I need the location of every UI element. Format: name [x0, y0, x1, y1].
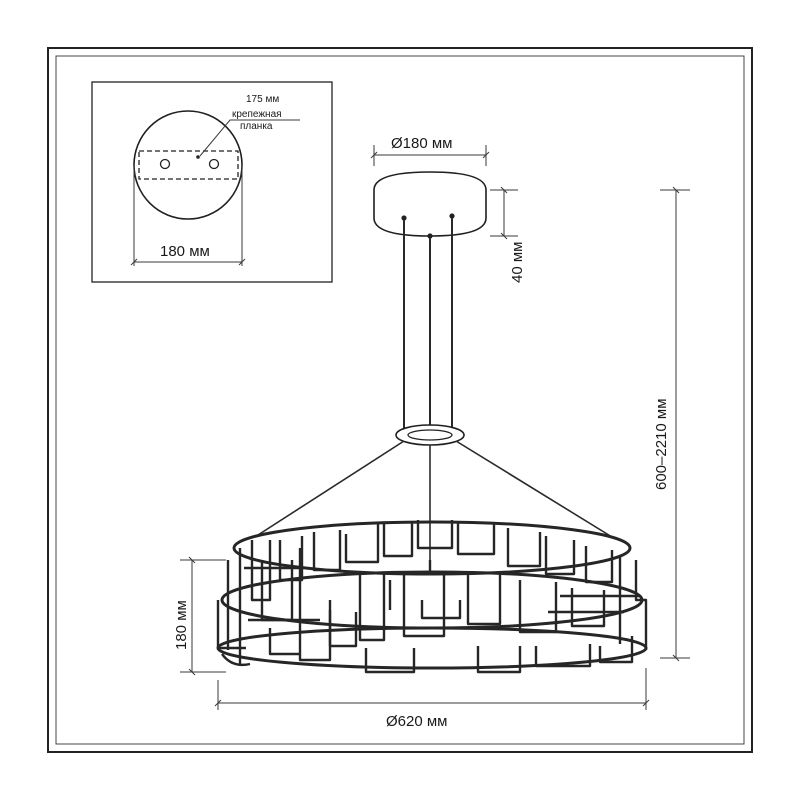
total-height-dimension: 600–2210 мм	[653, 186, 690, 662]
cage-shade	[216, 520, 648, 674]
mount-detail-inset: 175 мм крепежная планка 180 мм	[91, 81, 333, 283]
shade-height-label: 180 мм	[173, 600, 190, 650]
cage-bars	[216, 520, 648, 674]
mounting-plate-outline	[138, 150, 239, 180]
shade-bottom-rim	[216, 626, 648, 670]
mount-hole-right	[208, 158, 220, 170]
cable-right	[455, 440, 613, 538]
canopy-height-dimension: 40 мм	[490, 186, 526, 283]
total-height-label: 600–2210 мм	[653, 398, 670, 490]
suspension-rods	[403, 218, 453, 428]
canopy-body	[373, 171, 487, 237]
mount-width-label: 175 мм	[246, 94, 279, 105]
mount-center-dot	[196, 155, 200, 159]
hub-ring	[395, 424, 465, 446]
canopy-diameter-label: Ø180 мм	[391, 135, 453, 152]
support-cables	[257, 440, 613, 565]
canopy-diameter-dimension: Ø180 мм	[370, 135, 490, 166]
shade-top-rim	[232, 520, 632, 576]
page-frame	[47, 47, 753, 753]
mount-hole-left	[159, 158, 171, 170]
inset-canopy-circle	[133, 110, 243, 220]
canopy	[373, 171, 487, 239]
canopy-height-label: 40 мм	[509, 242, 526, 283]
mount-plate-label-line2: планка	[240, 121, 273, 132]
cable-left	[257, 440, 405, 536]
mount-plate-leader	[199, 119, 300, 157]
shade-diameter-dimension: Ø620 мм	[214, 668, 650, 730]
shade-diameter-label: Ø620 мм	[386, 713, 448, 730]
shade-height-dimension: 180 мм	[173, 556, 226, 676]
mount-plate-label-line1: крепежная	[232, 109, 282, 120]
inset-diameter-label: 180 мм	[160, 243, 210, 260]
